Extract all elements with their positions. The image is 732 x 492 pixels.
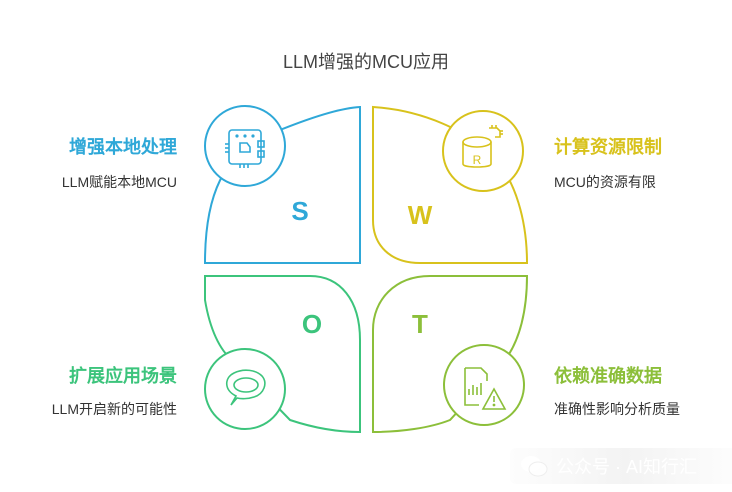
opportunity-title: 扩展应用场景 <box>69 366 177 386</box>
opportunity-letter: O <box>301 309 323 339</box>
strength-title: 增强本地处理 <box>69 137 177 157</box>
wechat-icon <box>521 456 548 477</box>
chat-bubble-icon <box>225 369 266 406</box>
watermark-text: 公众号 · AI知行汇 <box>556 457 698 477</box>
threat-title: 依赖准确数据 <box>554 366 662 386</box>
watermark: 公众号 · AI知行汇 <box>510 448 732 484</box>
strength-letter: S <box>291 196 309 226</box>
threat-quadrant <box>372 275 529 434</box>
svg-text:R: R <box>473 153 482 167</box>
strength-description: LLM赋能本地MCU <box>61 174 177 190</box>
threat-description: 准确性影响分析质量 <box>554 401 680 417</box>
diagram-title: LLM增强的MCU应用 <box>282 52 449 72</box>
weakness-title: 计算资源限制 <box>554 137 662 157</box>
circuit-board-icon <box>225 129 265 168</box>
opportunity-description: LLM开启新的可能性 <box>51 401 177 417</box>
threat-letter: T <box>412 309 428 339</box>
weakness-letter: W <box>407 200 433 230</box>
data-warning-icon <box>464 367 507 410</box>
weakness-quadrant <box>372 105 529 264</box>
strength-quadrant <box>203 105 361 264</box>
weakness-description: MCU的资源有限 <box>554 174 656 190</box>
database-chip-icon: R <box>462 125 503 168</box>
opportunity-quadrant <box>204 275 361 434</box>
